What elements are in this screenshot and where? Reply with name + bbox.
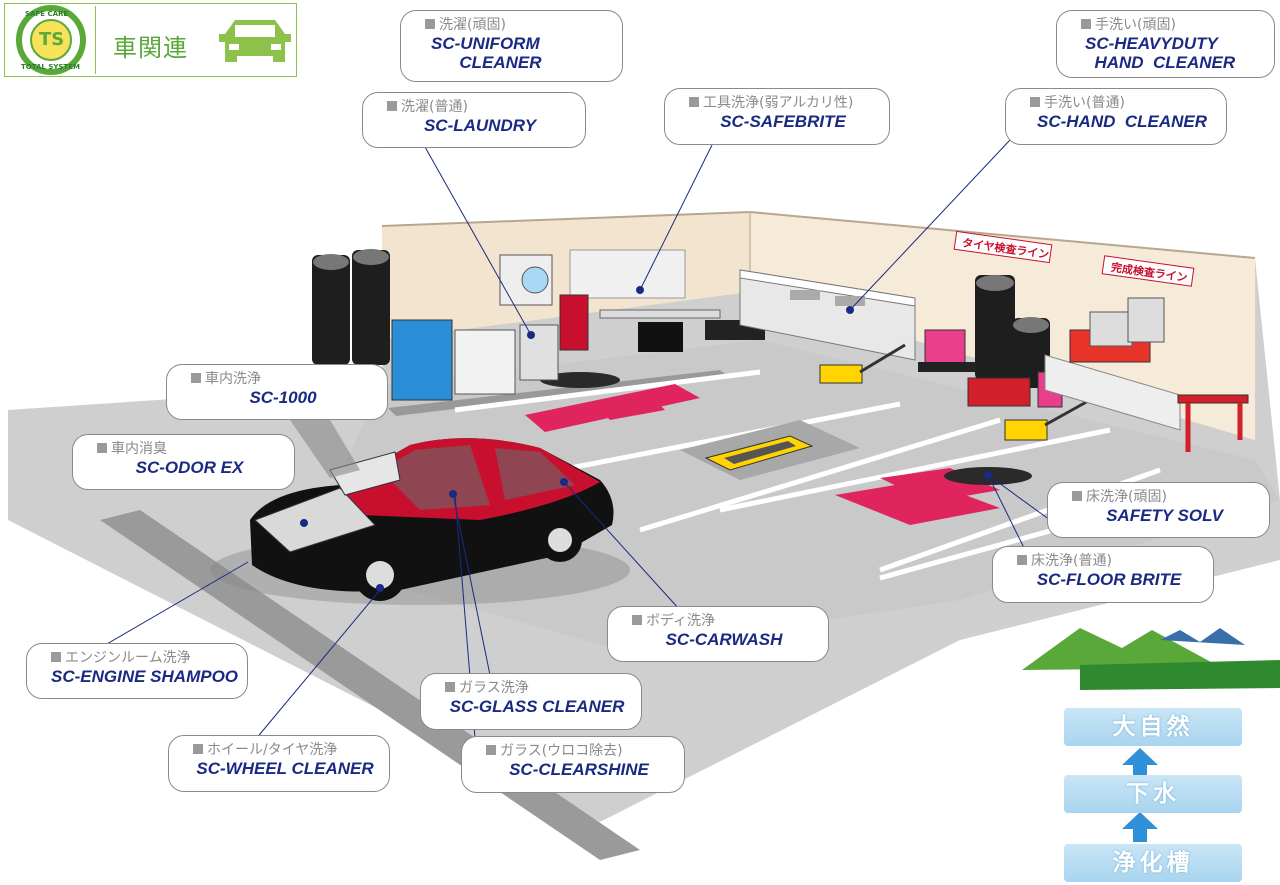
square-bullet-icon xyxy=(191,373,201,383)
category-label: エンジンルーム洗浄 xyxy=(65,650,191,666)
sink-counter xyxy=(739,269,916,361)
car-front-icon xyxy=(219,20,291,62)
square-bullet-icon xyxy=(689,97,699,107)
category-label: 工具洗浄(弱アルカリ性) xyxy=(703,95,854,111)
floor-mat-right-2 xyxy=(880,468,1000,502)
square-bullet-icon xyxy=(445,682,455,692)
tire-changer xyxy=(918,329,976,372)
product-name: SC-GLASS CLEANER xyxy=(449,697,625,716)
category-label: ホイール/タイヤ洗浄 xyxy=(207,742,338,758)
square-bullet-icon xyxy=(51,652,61,662)
category-label: 車内洗浄 xyxy=(205,371,261,387)
product-name: SC-ODOR EX xyxy=(135,458,244,477)
floor-jack-1 xyxy=(819,343,906,384)
callout-engine: エンジンルーム洗浄 SC-ENGINE SHAMPOO xyxy=(26,643,248,699)
square-bullet-icon xyxy=(425,19,435,29)
washing-machines xyxy=(391,254,559,401)
callout-uniform: 洗濯(頑固) SC-UNIFORM CLEANER xyxy=(400,10,623,82)
square-bullet-icon xyxy=(1017,555,1027,565)
category-label: ボディ洗浄 xyxy=(646,613,716,629)
product-name: SC-WHEEL CLEANER xyxy=(196,759,374,778)
square-bullet-icon xyxy=(632,615,642,625)
product-name: SC-FLOOR BRITE xyxy=(1036,570,1182,589)
tire-stack-left xyxy=(312,249,390,365)
category-label: ガラス(ウロコ除去) xyxy=(500,743,623,759)
product-name: SC-ENGINE SHAMPOO xyxy=(51,667,239,686)
square-bullet-icon xyxy=(1081,19,1091,29)
callout-carwash: ボディ洗浄 SC-CARWASH xyxy=(607,606,829,662)
callout-wheel: ホイール/タイヤ洗浄 SC-WHEEL CLEANER xyxy=(168,735,390,792)
callout-glass: ガラス洗浄 SC-GLASS CLEANER xyxy=(420,673,642,730)
category-label: 車内消臭 xyxy=(111,441,167,457)
category-label: 洗濯(頑固) xyxy=(439,17,506,33)
logo-divider xyxy=(95,6,96,74)
badge-top-text: SAFE CARE xyxy=(25,10,69,18)
flow-box-septic: 浄化槽 xyxy=(1064,844,1242,882)
product-name: SC-CLEARSHINE xyxy=(509,760,649,779)
sign-finish-line-bg xyxy=(1101,255,1195,287)
callout-laundry: 洗濯(普通) SC-LAUNDRY xyxy=(362,92,586,148)
floor-mat-right-1 xyxy=(835,480,1000,525)
ts-badge-icon xyxy=(16,5,86,75)
badge-bottom-text: TOTAL SYSTEM xyxy=(21,63,80,71)
leader-lines xyxy=(99,139,1051,741)
product-name: SC-LAUNDRY xyxy=(423,116,537,135)
leader-dots xyxy=(300,286,992,592)
floor-stain-left xyxy=(540,372,620,388)
logo-box: SAFE CARE TS TOTAL SYSTEM 車関連 xyxy=(4,3,297,77)
flow-box-sewer: 下水 xyxy=(1064,775,1242,813)
square-bullet-icon xyxy=(97,443,107,453)
interior-beam xyxy=(290,420,360,478)
tire-stack-right xyxy=(975,275,1050,388)
category-label: 手洗い(普通) xyxy=(1044,95,1125,111)
back-wall xyxy=(382,212,750,340)
category-label: 洗濯(普通) xyxy=(401,99,468,115)
callout-heavyduty: 手洗い(頑固) SC-HEAVYDUTY HAND CLEANER xyxy=(1056,10,1275,78)
logo-title: 車関連 xyxy=(113,34,188,62)
product-name: SC-HEAVYDUTY HAND CLEANER xyxy=(1085,34,1236,72)
back-counter-right xyxy=(1044,297,1181,431)
product-name: SC-CARWASH xyxy=(665,630,783,649)
category-label: ガラス洗浄 xyxy=(459,680,529,696)
badge-center-text: TS xyxy=(39,29,65,50)
product-name: SC-HAND CLEANER xyxy=(1037,112,1207,131)
callout-handcleaner: 手洗い(普通) SC-HAND CLEANER xyxy=(1005,88,1227,145)
work-bench-red xyxy=(1177,394,1249,452)
red-car xyxy=(210,438,630,605)
callout-odor: 車内消臭 SC-ODOR EX xyxy=(72,434,295,490)
callout-clearshine: ガラス(ウロコ除去) SC-CLEARSHINE xyxy=(461,736,685,793)
square-bullet-icon xyxy=(1072,491,1082,501)
square-bullet-icon xyxy=(387,101,397,111)
product-name: SC-1000 xyxy=(249,388,317,407)
square-bullet-icon xyxy=(1030,97,1040,107)
flow-arrow-up-1 xyxy=(1122,748,1158,778)
square-bullet-icon xyxy=(486,745,496,755)
product-name: SC-UNIFORM CLEANER xyxy=(431,34,542,72)
lane-lines xyxy=(454,369,1181,581)
product-name: SC-SAFEBRITE xyxy=(720,112,846,131)
callout-safetysolv: 床洗浄(頑固) SAFETY SOLV xyxy=(1047,482,1270,538)
callout-safebrite: 工具洗浄(弱アルカリ性) SC-SAFEBRITE xyxy=(664,88,890,145)
floor-jack-2 xyxy=(1004,398,1091,441)
sign-tire-line-bg xyxy=(953,230,1053,264)
tool-wall xyxy=(559,249,765,352)
drain-channel-back xyxy=(388,370,728,416)
product-name: SAFETY SOLV xyxy=(1106,506,1223,525)
flow-arrow-up-2 xyxy=(1122,812,1158,842)
category-label: 床洗浄(頑固) xyxy=(1086,489,1167,505)
flow-box-nature: 大自然 xyxy=(1064,708,1242,746)
tool-chest xyxy=(967,371,1063,408)
callout-sc1000: 車内洗浄 SC-1000 xyxy=(166,364,388,420)
mountain-scenery xyxy=(1022,628,1280,690)
callout-floorbrite: 床洗浄(普通) SC-FLOOR BRITE xyxy=(992,546,1214,603)
square-bullet-icon xyxy=(193,744,203,754)
category-label: 床洗浄(普通) xyxy=(1031,553,1112,569)
category-label: 手洗い(頑固) xyxy=(1095,17,1176,33)
